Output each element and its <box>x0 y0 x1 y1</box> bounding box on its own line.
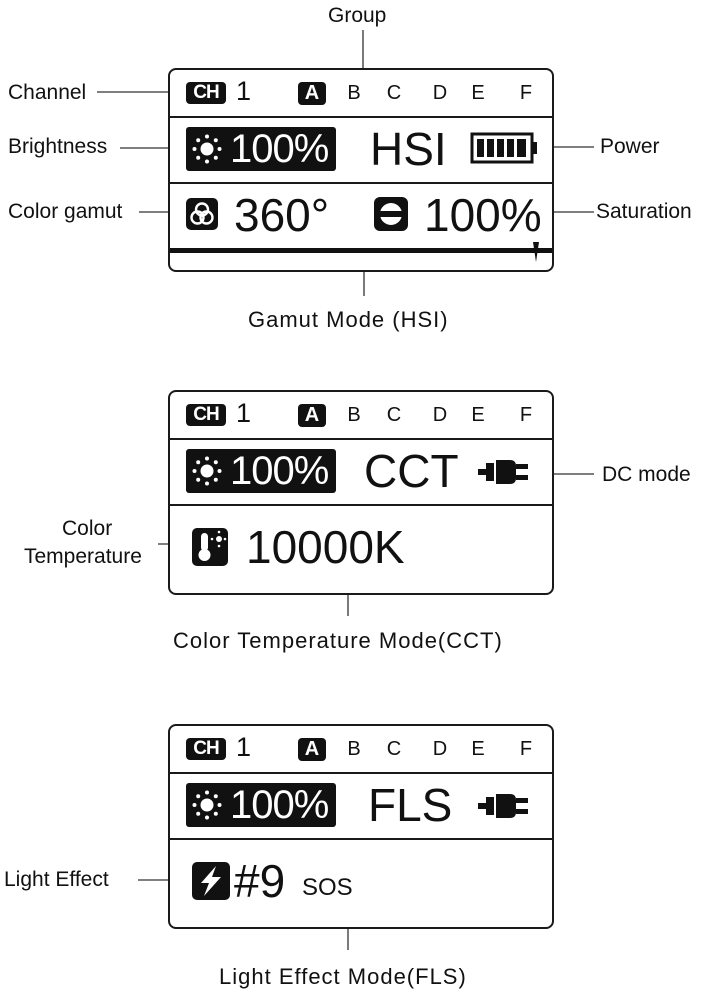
hue-saturation-row: 360° 100% <box>170 184 552 270</box>
brightness-box: 100% <box>186 449 336 493</box>
label-dc-mode: DC mode <box>602 463 691 486</box>
group-e: E <box>471 404 485 426</box>
label-light-effect: Light Effect <box>4 868 109 891</box>
mode-label: CCT <box>364 445 459 497</box>
fls-display-panel: CH 1 A B C D E F 100% FLS <box>168 724 554 929</box>
brightness-box: 100% <box>186 127 336 171</box>
group-d: D <box>432 738 448 760</box>
group-f: F <box>519 738 533 760</box>
caption-hsi: Gamut Mode (HSI) <box>248 307 449 332</box>
color-temperature-value: 10000K <box>246 521 405 573</box>
mode-label: HSI <box>370 123 447 175</box>
thermometer-icon <box>192 528 228 566</box>
brightness-mode-row: 100% FLS <box>170 774 552 840</box>
group-c: C <box>386 404 402 426</box>
brightness-mode-row: 100% CCT <box>170 440 552 506</box>
hsi-display-panel: CH 1 A B C D E F 100% HSI <box>168 68 554 272</box>
label-saturation: Saturation <box>596 200 692 223</box>
label-channel: Channel <box>8 81 87 104</box>
sun-icon <box>192 790 222 820</box>
label-brightness: Brightness <box>8 135 108 158</box>
group-b: B <box>347 82 361 104</box>
label-color-temperature-line1: Color <box>62 517 113 540</box>
channel-badge: CH <box>186 738 226 760</box>
hue-slider-track <box>170 248 552 253</box>
cct-display-panel: CH 1 A B C D E F 100% CCT <box>168 390 554 595</box>
color-temperature-row: 10000K <box>170 506 552 594</box>
channel-group-row: CH 1 A B C D E F <box>170 70 552 118</box>
channel-number: 1 <box>236 76 252 106</box>
group-c: C <box>386 738 402 760</box>
group-d: D <box>432 404 448 426</box>
label-color-temperature-line2: Temperature <box>24 545 142 568</box>
brightness-value: 100% <box>230 449 329 493</box>
channel-badge: CH <box>186 82 226 104</box>
lightning-icon <box>192 862 230 900</box>
light-effect-row: #9 SOS <box>170 840 552 928</box>
group-a: A <box>298 404 326 427</box>
brightness-value: 100% <box>230 783 329 827</box>
group-f: F <box>519 82 533 104</box>
group-b: B <box>347 404 361 426</box>
group-a: A <box>298 82 326 105</box>
group-a: A <box>298 738 326 761</box>
channel-number: 1 <box>236 398 252 428</box>
channel-badge: CH <box>186 404 226 426</box>
sun-icon <box>192 456 222 486</box>
hue-value: 360° <box>234 189 330 241</box>
group-e: E <box>471 82 485 104</box>
label-group: Group <box>328 4 387 27</box>
channel-group-row: CH 1 A B C D E F <box>170 726 552 774</box>
brightness-value: 100% <box>230 127 329 171</box>
group-f: F <box>519 404 533 426</box>
brightness-mode-row: 100% HSI <box>170 118 552 184</box>
group-b: B <box>347 738 361 760</box>
dc-plug-icon <box>478 460 528 484</box>
color-circles-icon <box>186 198 218 230</box>
group-c: C <box>386 82 402 104</box>
group-d: D <box>432 82 448 104</box>
caption-cct: Color Temperature Mode(CCT) <box>173 628 503 653</box>
channel-number: 1 <box>236 732 252 762</box>
caption-fls: Light Effect Mode(FLS) <box>219 964 467 989</box>
slider-marker-icon <box>533 242 539 262</box>
dc-plug-icon <box>478 794 528 818</box>
effect-name: SOS <box>302 874 353 901</box>
sun-icon <box>192 134 222 164</box>
mode-label: FLS <box>368 779 453 831</box>
label-power: Power <box>600 135 660 158</box>
saturation-value: 100% <box>424 189 542 241</box>
effect-number: #9 <box>234 855 286 907</box>
group-e: E <box>471 738 485 760</box>
label-color-gamut: Color gamut <box>8 200 123 223</box>
battery-full-icon <box>470 132 537 164</box>
half-circle-icon <box>374 197 408 231</box>
brightness-box: 100% <box>186 783 336 827</box>
channel-group-row: CH 1 A B C D E F <box>170 392 552 440</box>
